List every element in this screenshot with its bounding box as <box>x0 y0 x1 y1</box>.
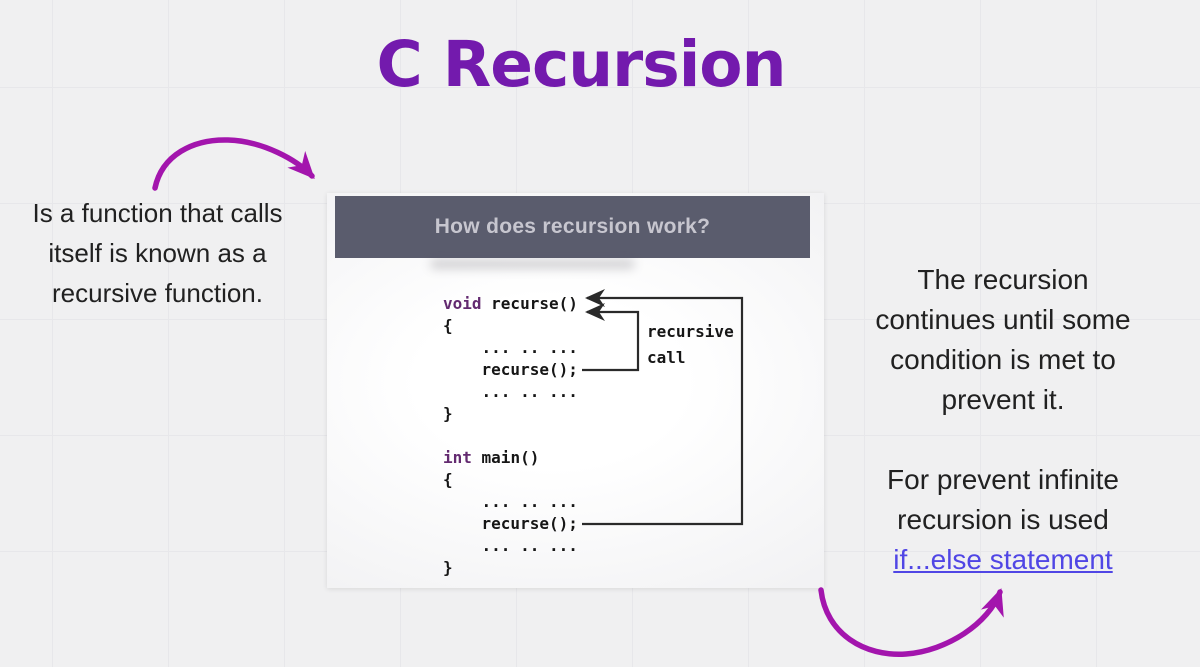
left-note-line: recursive function. <box>52 278 263 308</box>
recursion-diagram-image: How does recursion work? void recurse(){… <box>327 193 824 588</box>
diagram-header: How does recursion work? <box>335 196 810 258</box>
recursion-flow-arrows <box>582 289 744 526</box>
curved-arrow-to-diagram-icon <box>152 137 315 191</box>
recursive-call-label: recursive call <box>647 319 734 371</box>
right-note-1-line: continues until some <box>875 304 1131 335</box>
left-note: Is a function that calls itself is known… <box>0 193 315 313</box>
recursive-call-label-line: recursive <box>647 322 734 341</box>
left-note-line: Is a function that calls <box>32 198 283 228</box>
blur-artifact <box>430 259 635 269</box>
right-note-2-line: recursion is used <box>897 504 1109 535</box>
right-note-1-line: condition is met to <box>890 344 1116 375</box>
right-note-1: The recursion continues until some condi… <box>843 260 1163 420</box>
right-note-2: For prevent infinite recursion is used i… <box>843 460 1163 580</box>
right-note-1-line: The recursion <box>917 264 1089 295</box>
right-note-2-line: For prevent infinite <box>887 464 1119 495</box>
code-block: void recurse(){ ... .. ... recurse(); ..… <box>443 294 578 577</box>
curved-arrow-to-link-icon <box>818 587 1004 657</box>
outer-call-arrow <box>582 289 744 526</box>
page-title: C Recursion <box>376 28 787 101</box>
left-note-line: itself is known as a <box>48 238 267 268</box>
right-note-1-line: prevent it. <box>941 384 1065 415</box>
if-else-link[interactable]: if...else statement <box>893 544 1113 575</box>
recursive-call-arrow <box>582 303 640 372</box>
recursive-call-label-line: call <box>647 348 686 367</box>
